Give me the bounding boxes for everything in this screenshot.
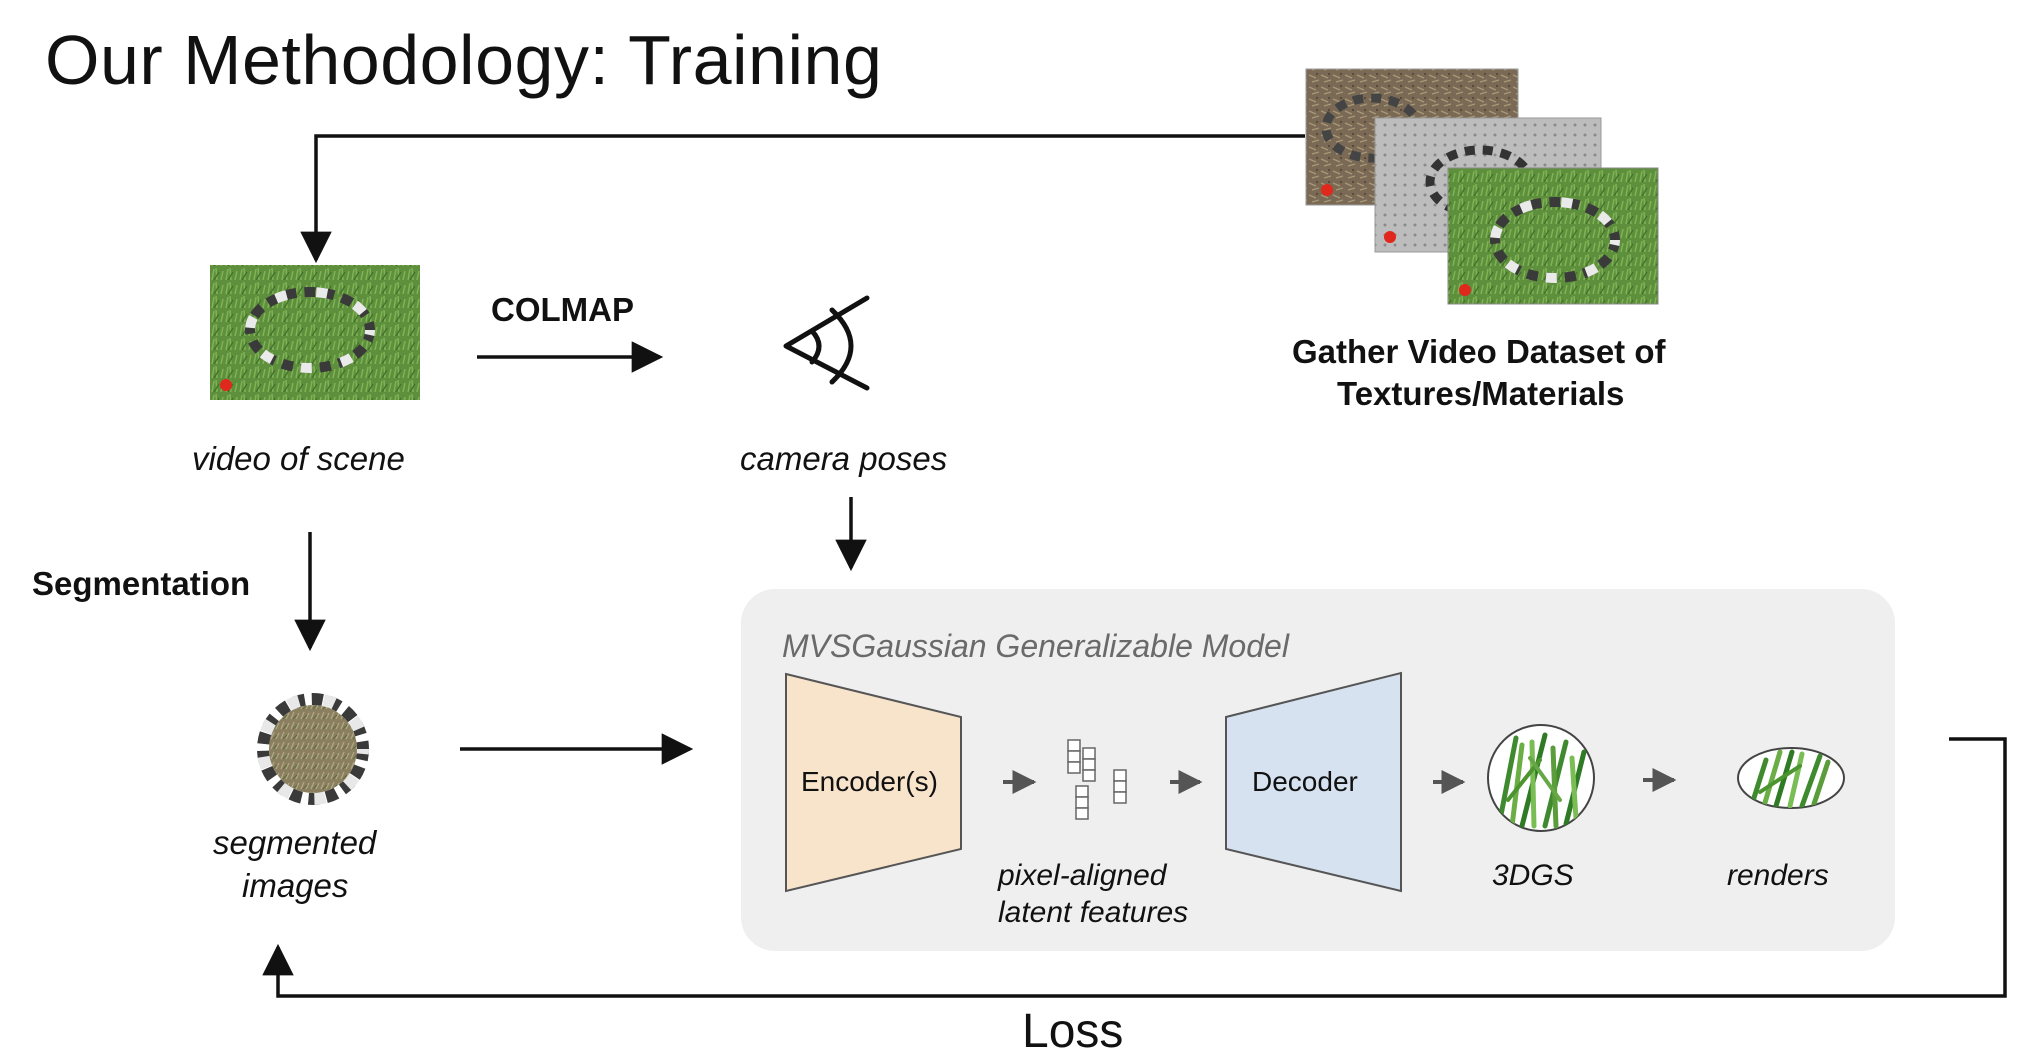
3dgs-label: 3DGS [1492, 859, 1574, 892]
segmented-image-icon [257, 693, 369, 805]
camera-poses-label: camera poses [740, 440, 948, 477]
segmented-images-label-line2: images [242, 867, 349, 904]
renders-label: renders [1727, 859, 1829, 892]
3dgs-sphere-icon [1487, 724, 1595, 832]
segmentation-label: Segmentation [32, 565, 251, 602]
dataset-frame-3 [1447, 167, 1659, 305]
model-title: MVSGaussian Generalizable Model [782, 628, 1289, 664]
camera-eye-icon [783, 295, 870, 391]
dataset-label-line2: Textures/Materials [1337, 375, 1625, 412]
video-of-scene-thumbnail [210, 265, 420, 400]
latent-features-label-line2: latent features [998, 896, 1189, 929]
loss-loop-arrow [262, 737, 2007, 998]
encoder-label: Encoder(s) [801, 766, 938, 797]
segmented-images-label-line1: segmented [213, 824, 377, 861]
video-of-scene-label: video of scene [192, 440, 405, 477]
decoder-label: Decoder [1252, 766, 1358, 797]
encoder-block [785, 672, 962, 893]
dataset-label-line1: Gather Video Dataset of [1292, 333, 1666, 370]
latent-features-label-line1: pixel-aligned [998, 859, 1167, 892]
page-title: Our Methodology: Training [45, 21, 883, 99]
decoder-block [1225, 671, 1402, 893]
loss-label: Loss [1022, 1005, 1124, 1058]
colmap-label: COLMAP [491, 291, 634, 328]
dataset-to-video-arrow [300, 134, 1305, 264]
renders-icon [1737, 747, 1845, 809]
latent-features-icon [1067, 739, 1127, 820]
